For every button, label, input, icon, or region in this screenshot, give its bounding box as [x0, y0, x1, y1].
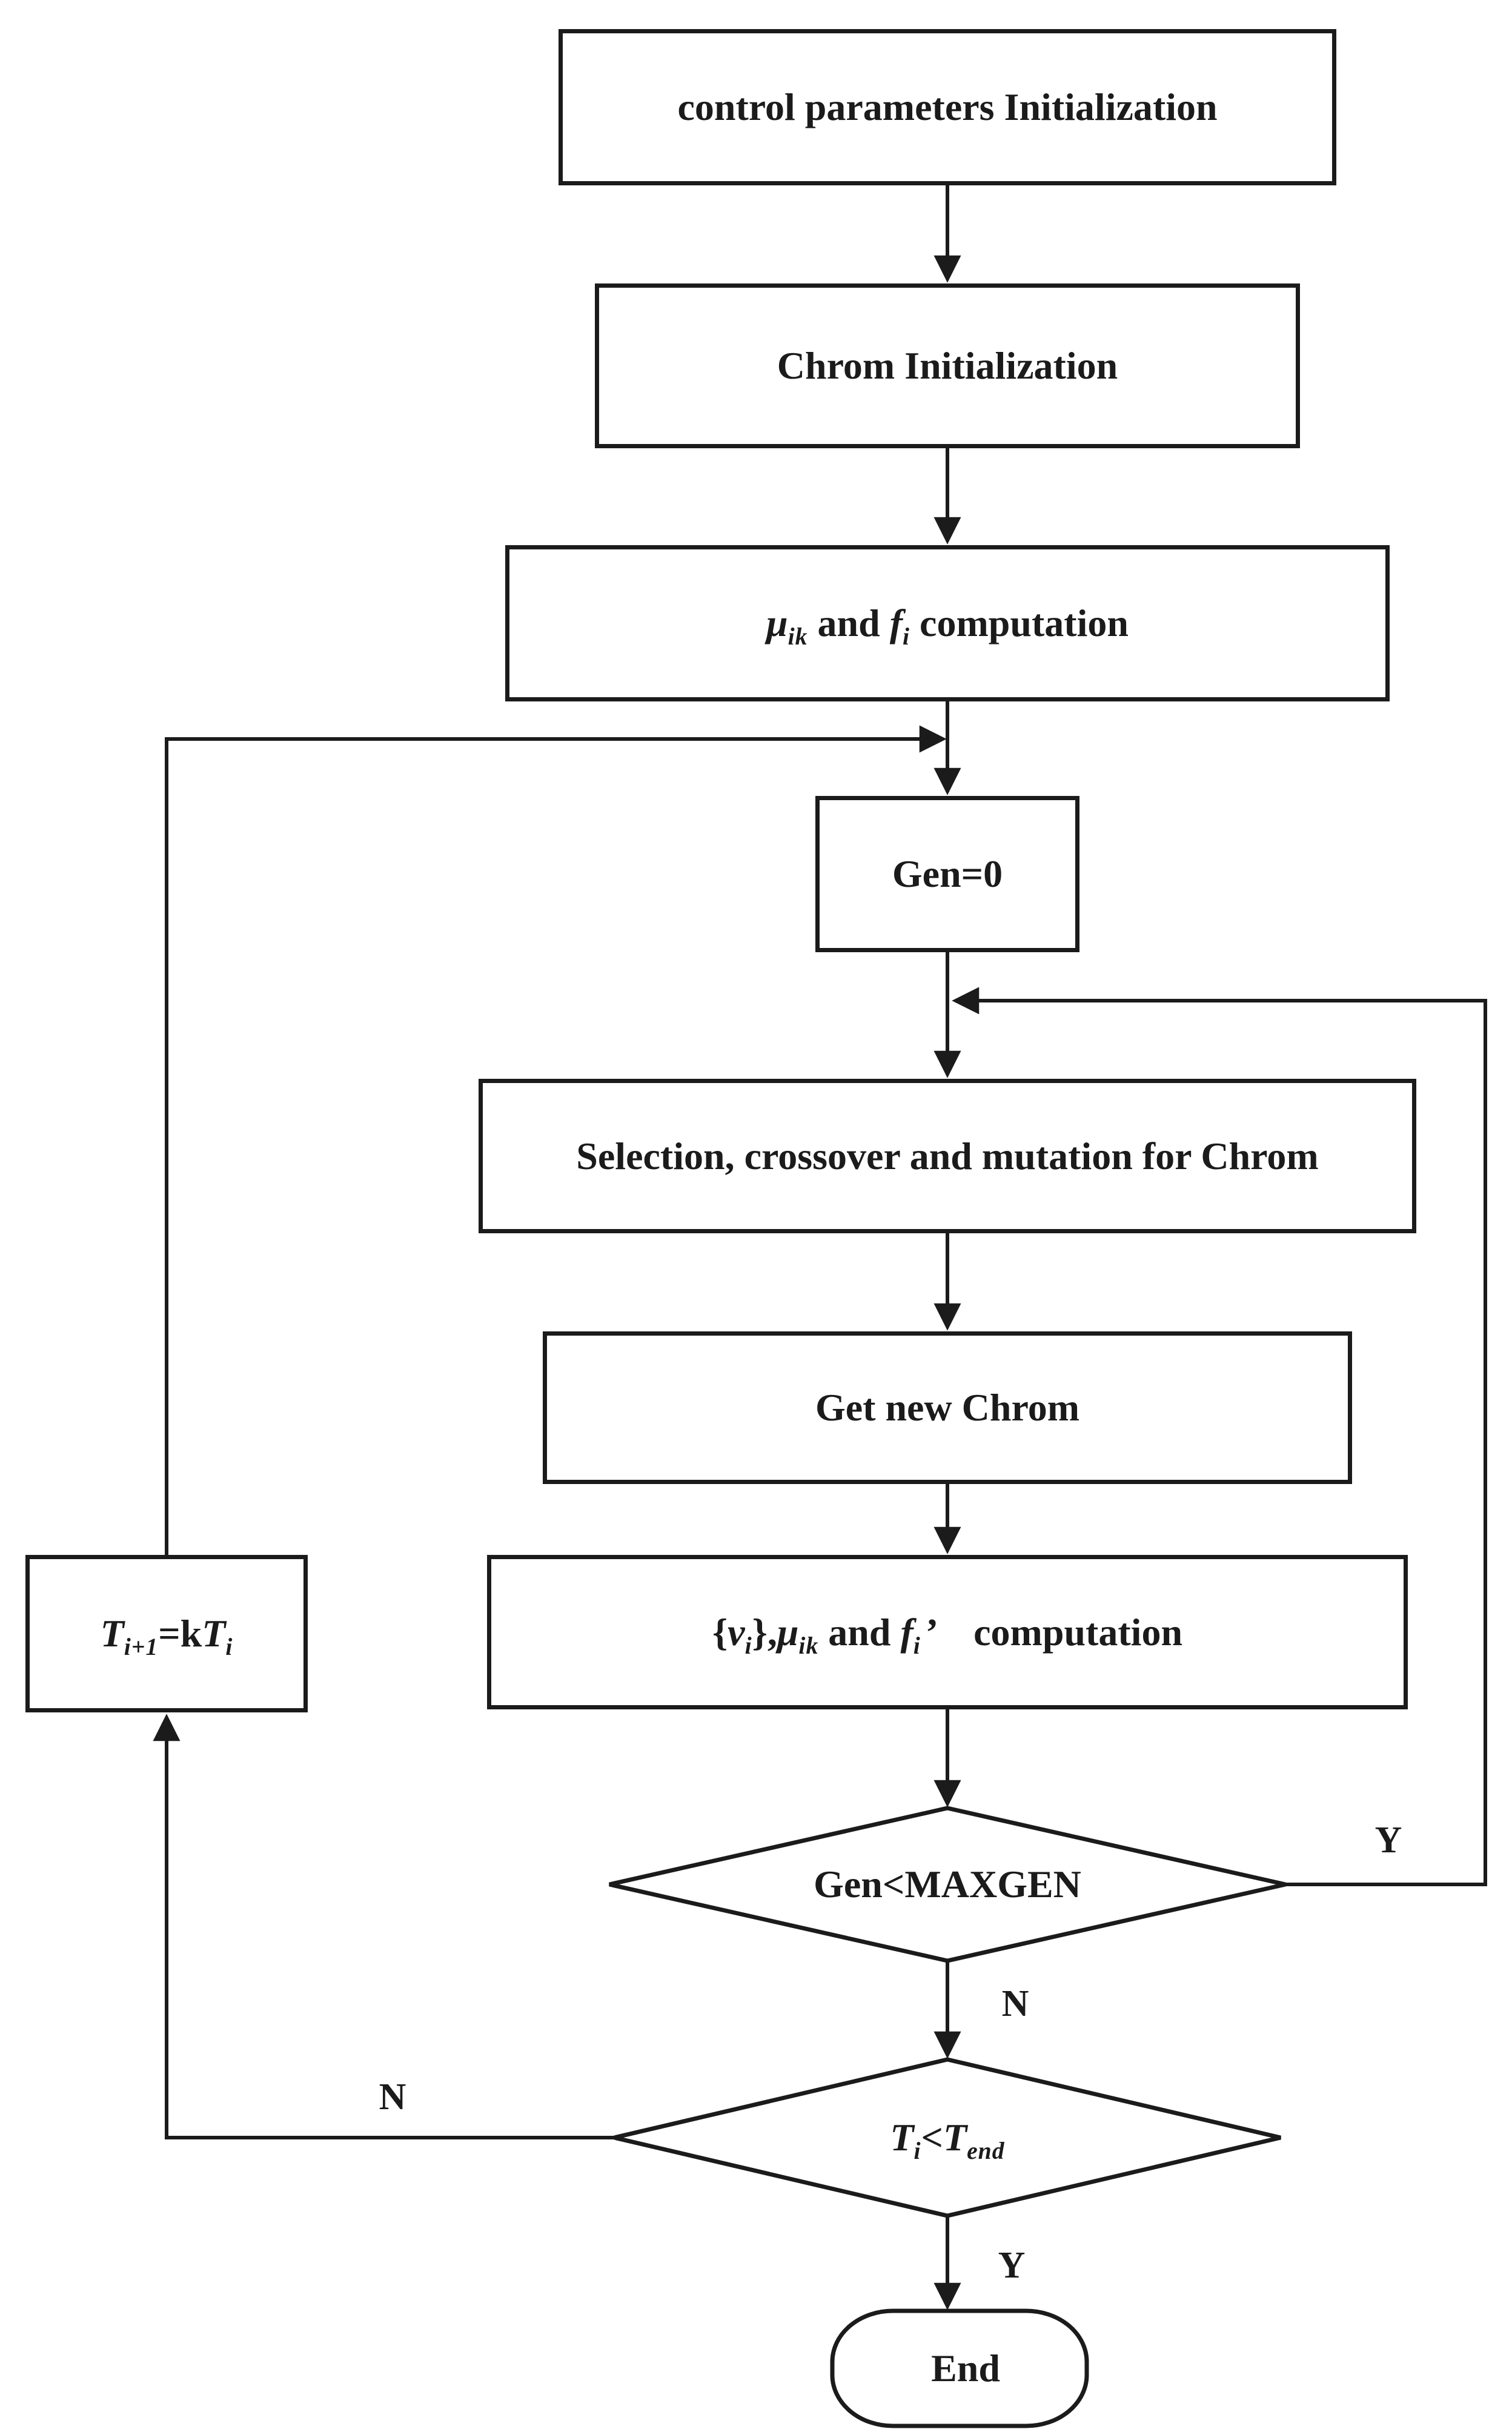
gen-check-no-label: N — [1001, 1983, 1029, 2024]
edge-temp-check-no — [153, 1714, 614, 2139]
selection-crossover-mutation-label: Selection, crossover and mutation for Ch… — [576, 1134, 1319, 1178]
gen-check-yes-label: Y — [1374, 1820, 1402, 1861]
chrom-initialization-label: Chrom Initialization — [777, 344, 1118, 388]
edge-temp-update-loop — [165, 725, 947, 1555]
node-selection-crossover-mutation: Selection, crossover and mutation for Ch… — [479, 1079, 1416, 1233]
temp-check-no-label: N — [379, 2076, 406, 2118]
and-text: and — [818, 1610, 901, 1654]
open-brace: { — [712, 1610, 728, 1654]
t2-symbol: T — [202, 1612, 226, 1655]
node-mu-f-computation: μik and fi computation — [505, 545, 1390, 701]
t2-subscript: i — [225, 1634, 233, 1660]
get-new-chrom-label: Get new Chrom — [815, 1386, 1080, 1430]
gen-check-diamond — [609, 1806, 1286, 1963]
t-symbol: T — [100, 1612, 124, 1655]
end-terminator-shape — [830, 2308, 1089, 2428]
mu-subscript: ik — [798, 1632, 819, 1659]
f-symbol: f — [889, 601, 903, 645]
v-symbol: v — [728, 1610, 745, 1654]
node-control-parameters-initialization: control parameters Initialization — [559, 29, 1336, 185]
computation-text: computation — [973, 1610, 1183, 1654]
computation-text: computation — [910, 601, 1129, 645]
mu-f-computation-label: μik and fi computation — [766, 601, 1129, 649]
node-get-new-chrom: Get new Chrom — [543, 1331, 1352, 1484]
t-subscript: i+1 — [124, 1634, 159, 1660]
node-v-mu-f-computation: {vi},μik and fi’computation — [487, 1555, 1408, 1709]
node-temp-update: Ti+1=kTi — [25, 1555, 308, 1712]
node-chrom-initialization: Chrom Initialization — [595, 283, 1300, 448]
temp-check-diamond — [614, 2057, 1281, 2218]
prime-mark: ’ — [925, 1610, 939, 1654]
temp-update-label: Ti+1=kTi — [100, 1611, 233, 1659]
node-gen-zero: Gen=0 — [815, 796, 1079, 952]
f-subscript: i — [913, 1632, 921, 1659]
close-brace-comma: }, — [752, 1610, 777, 1654]
mu-subscript: ik — [788, 623, 808, 650]
mu-symbol: μ — [777, 1610, 799, 1654]
f-symbol: f — [900, 1610, 913, 1654]
temp-check-yes-label: Y — [998, 2245, 1026, 2286]
v-mu-f-computation-label: {vi},μik and fi’computation — [712, 1610, 1183, 1658]
equals-k-text: =k — [158, 1612, 202, 1655]
edge-gen-check-yes-loop — [952, 987, 1487, 1886]
and-text: and — [807, 601, 890, 645]
v-subscript: i — [744, 1632, 752, 1659]
mu-symbol: μ — [766, 601, 788, 645]
f-subscript: i — [903, 623, 910, 650]
gen-zero-label: Gen=0 — [892, 852, 1003, 896]
control-parameters-initialization-label: control parameters Initialization — [677, 85, 1218, 129]
